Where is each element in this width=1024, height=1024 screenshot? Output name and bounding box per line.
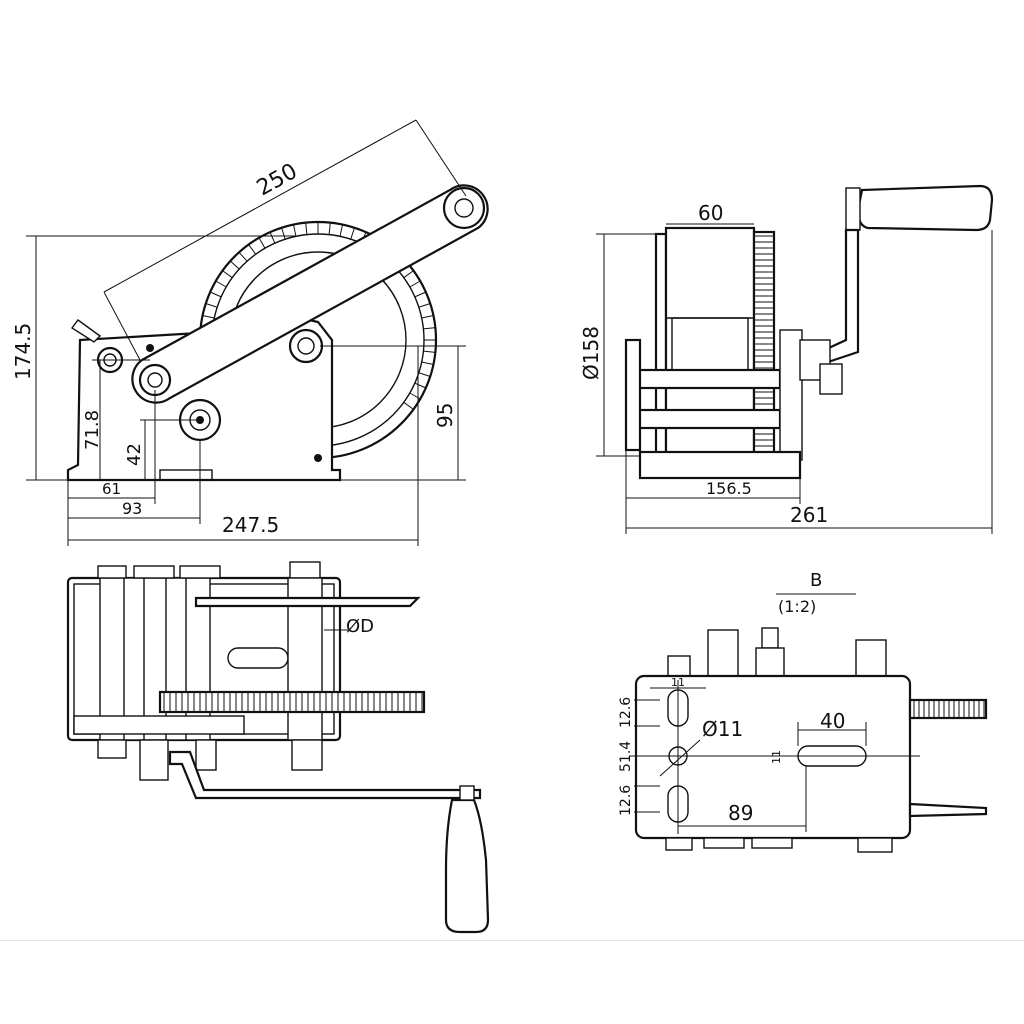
detail-gear-strip <box>908 698 988 720</box>
dim-250-label: 250 <box>253 159 302 201</box>
dim-261-label: 261 <box>790 503 828 527</box>
mount-foot <box>159 469 213 481</box>
dim-12-6-upper-label: 12.6 <box>618 697 634 728</box>
dim-60: 60 <box>666 201 754 225</box>
dim-40-label: 40 <box>820 709 845 733</box>
dim-158: Ø158 <box>579 233 666 457</box>
dim-42: 42 <box>124 419 200 480</box>
dim-95: 95 <box>320 345 466 481</box>
pawl-lever <box>70 319 102 343</box>
top-gear-strip <box>158 690 426 714</box>
dim-61-label: 61 <box>102 480 121 498</box>
dim-11-slot-label: 11 <box>671 676 685 689</box>
dim-261: 261 <box>626 230 993 534</box>
dim-61: 61 <box>68 390 156 504</box>
dim-71-8-label: 71.8 <box>82 410 103 450</box>
dim-od-label: ØD <box>346 616 374 637</box>
top-handle-grip <box>444 798 490 934</box>
dim-71-8: 71.8 <box>82 359 150 480</box>
dim-156-5: 156.5 <box>625 450 801 534</box>
dim-247-5-label: 247.5 <box>222 513 279 537</box>
dim-93-label: 93 <box>122 499 142 518</box>
top-crank-arm <box>168 750 482 800</box>
end-view-rods <box>624 329 843 461</box>
dim-247-5: 247.5 <box>67 346 419 546</box>
end-base-plate <box>638 450 802 480</box>
dim-12-6-lower-label: 12.6 <box>618 785 634 816</box>
dim-hole-label: Ø11 <box>702 717 743 741</box>
dim-156-5-label: 156.5 <box>706 479 752 498</box>
end-view-gear <box>752 230 776 466</box>
dim-60-label: 60 <box>698 201 723 225</box>
dim-93: 93 <box>68 440 201 524</box>
handle-grip <box>856 184 994 232</box>
dim-89-label: 89 <box>728 801 753 825</box>
side-view: 250 174.5 71.8 42 95 <box>11 119 489 546</box>
dim-95-label: 95 <box>433 403 457 428</box>
crank-handle-arm <box>131 184 489 404</box>
detail-b-view: B (1:2) 11 12.6 51.4 12.6 <box>618 570 988 853</box>
detail-scale-label: (1:2) <box>778 597 816 616</box>
dd-plate <box>194 596 421 608</box>
dim-11-small-label: 11 <box>770 750 783 764</box>
dim-158-label: Ø158 <box>579 326 603 380</box>
page-bottom-rule <box>0 940 1024 941</box>
end-view: 60 Ø158 156.5 261 <box>579 184 994 534</box>
dim-51-4-label: 51.4 <box>618 741 634 772</box>
dim-174-label: 174.5 <box>11 323 35 380</box>
detail-b-label: B <box>810 570 822 591</box>
top-view: ØD <box>66 561 490 934</box>
dim-42-label: 42 <box>124 443 145 466</box>
dim-height: 174.5 <box>11 235 300 481</box>
